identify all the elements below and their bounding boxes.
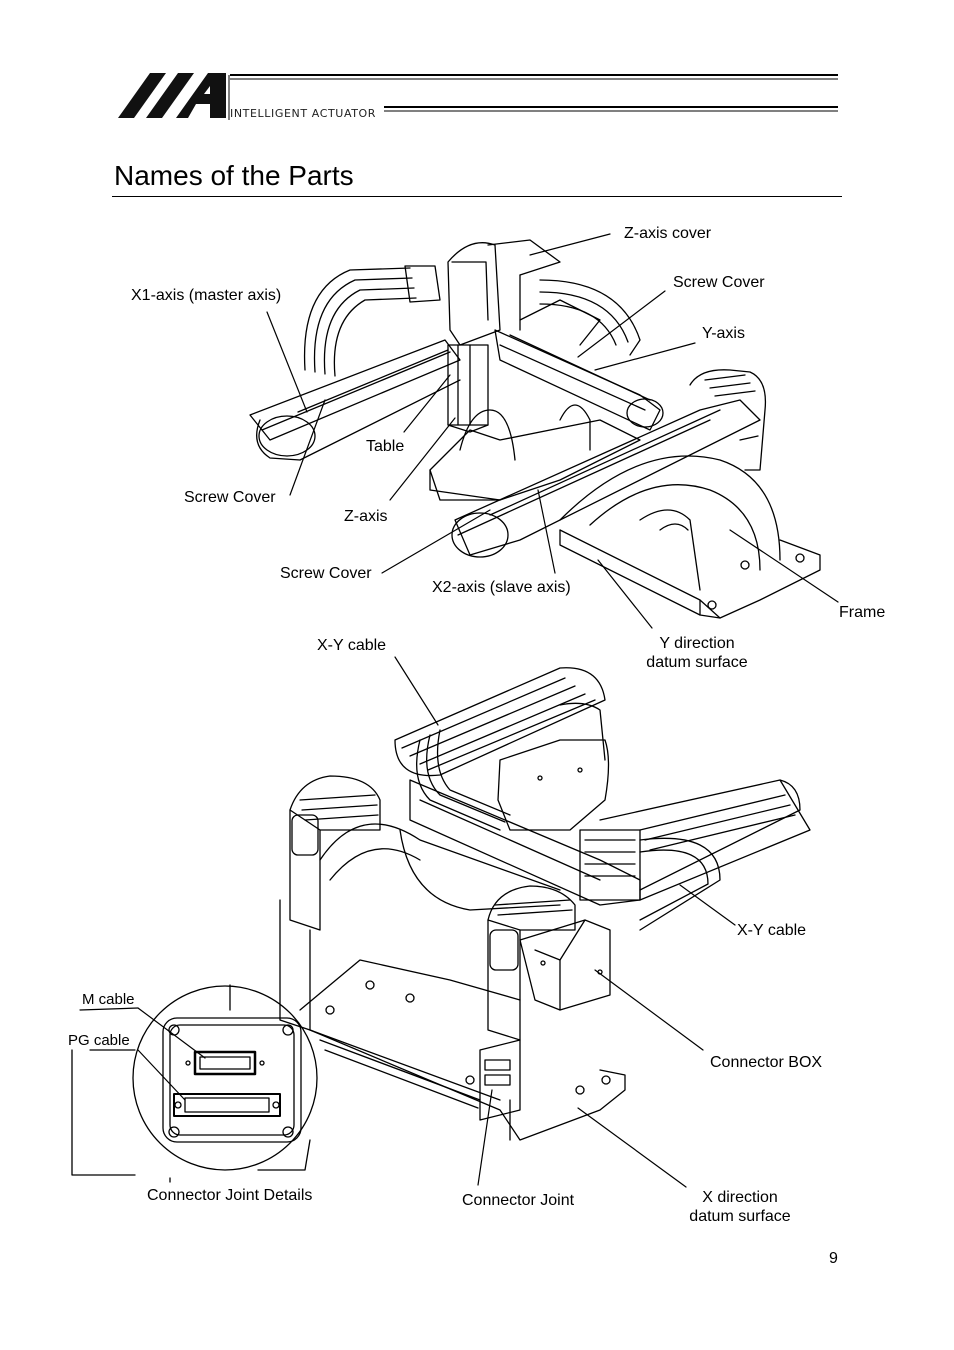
header-rules xyxy=(228,74,838,120)
title-divider xyxy=(112,196,842,197)
label-xy-cable-right: X-Y cable xyxy=(737,922,807,939)
connector-joint-detail-inset xyxy=(71,984,318,1183)
label-y-datum-surface: Y direction datum surface xyxy=(630,634,764,672)
label-x2-axis: X2-axis (slave axis) xyxy=(432,579,571,596)
label-table: Table xyxy=(366,438,405,455)
iai-logo xyxy=(118,73,226,118)
label-y-axis: Y-axis xyxy=(702,325,745,342)
brand-text: INTELLIGENT ACTUATOR xyxy=(230,107,377,120)
label-x-datum-surface: X direction datum surface xyxy=(672,1188,808,1226)
label-screw-cover-right: Screw Cover xyxy=(673,274,765,291)
label-x-datum-line2: datum surface xyxy=(689,1208,791,1225)
label-z-axis: Z-axis xyxy=(344,508,388,525)
label-screw-cover-left: Screw Cover xyxy=(184,489,276,506)
label-screw-cover-bottom: Screw Cover xyxy=(280,565,372,582)
bottom-robot-illustration xyxy=(279,667,811,1141)
label-x1-axis: X1-axis (master axis) xyxy=(131,287,282,304)
page-header: INTELLIGENT ACTUATOR xyxy=(0,0,954,130)
top-robot-illustration xyxy=(249,239,821,619)
label-frame: Frame xyxy=(839,604,886,621)
header-graphics xyxy=(118,73,838,120)
bottom-leader-lines xyxy=(79,656,736,1188)
label-pg-cable: PG cable xyxy=(68,1032,130,1049)
label-y-datum-line1: Y direction xyxy=(659,635,735,652)
top-leader-lines xyxy=(266,233,839,629)
label-x-datum-line1: X direction xyxy=(702,1189,778,1206)
label-xy-cable-top: X-Y cable xyxy=(317,637,387,654)
page-title: Names of the Parts xyxy=(114,160,354,191)
page-number: 9 xyxy=(829,1250,838,1267)
label-z-axis-cover: Z-axis cover xyxy=(624,225,712,242)
label-y-datum-line2: datum surface xyxy=(646,654,748,671)
label-connector-joint: Connector Joint xyxy=(462,1192,575,1209)
label-m-cable: M cable xyxy=(82,991,135,1008)
label-connector-box: Connector BOX xyxy=(710,1054,823,1071)
label-connector-joint-details: Connector Joint Details xyxy=(147,1187,313,1204)
